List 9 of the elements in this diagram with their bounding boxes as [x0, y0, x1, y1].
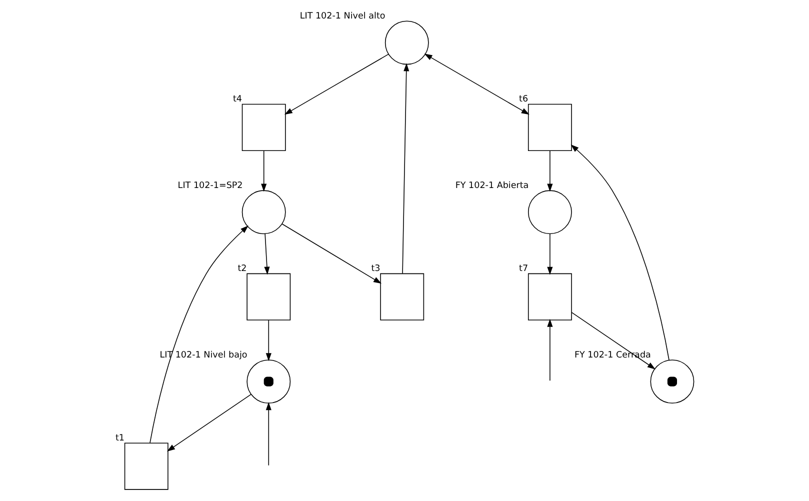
node-label: t6	[519, 94, 528, 105]
node-label: t3	[371, 264, 380, 274]
node-label: t2	[238, 264, 247, 274]
node-label: t7	[519, 264, 528, 274]
node-label: LIT 102-1 Nivel alto	[300, 12, 386, 22]
node-label: LIT 102-1=SP2	[178, 181, 243, 192]
node-label: t1	[115, 434, 125, 444]
node-label: FY 102-1 Abierta	[455, 181, 529, 192]
node-label: t4	[232, 94, 242, 105]
